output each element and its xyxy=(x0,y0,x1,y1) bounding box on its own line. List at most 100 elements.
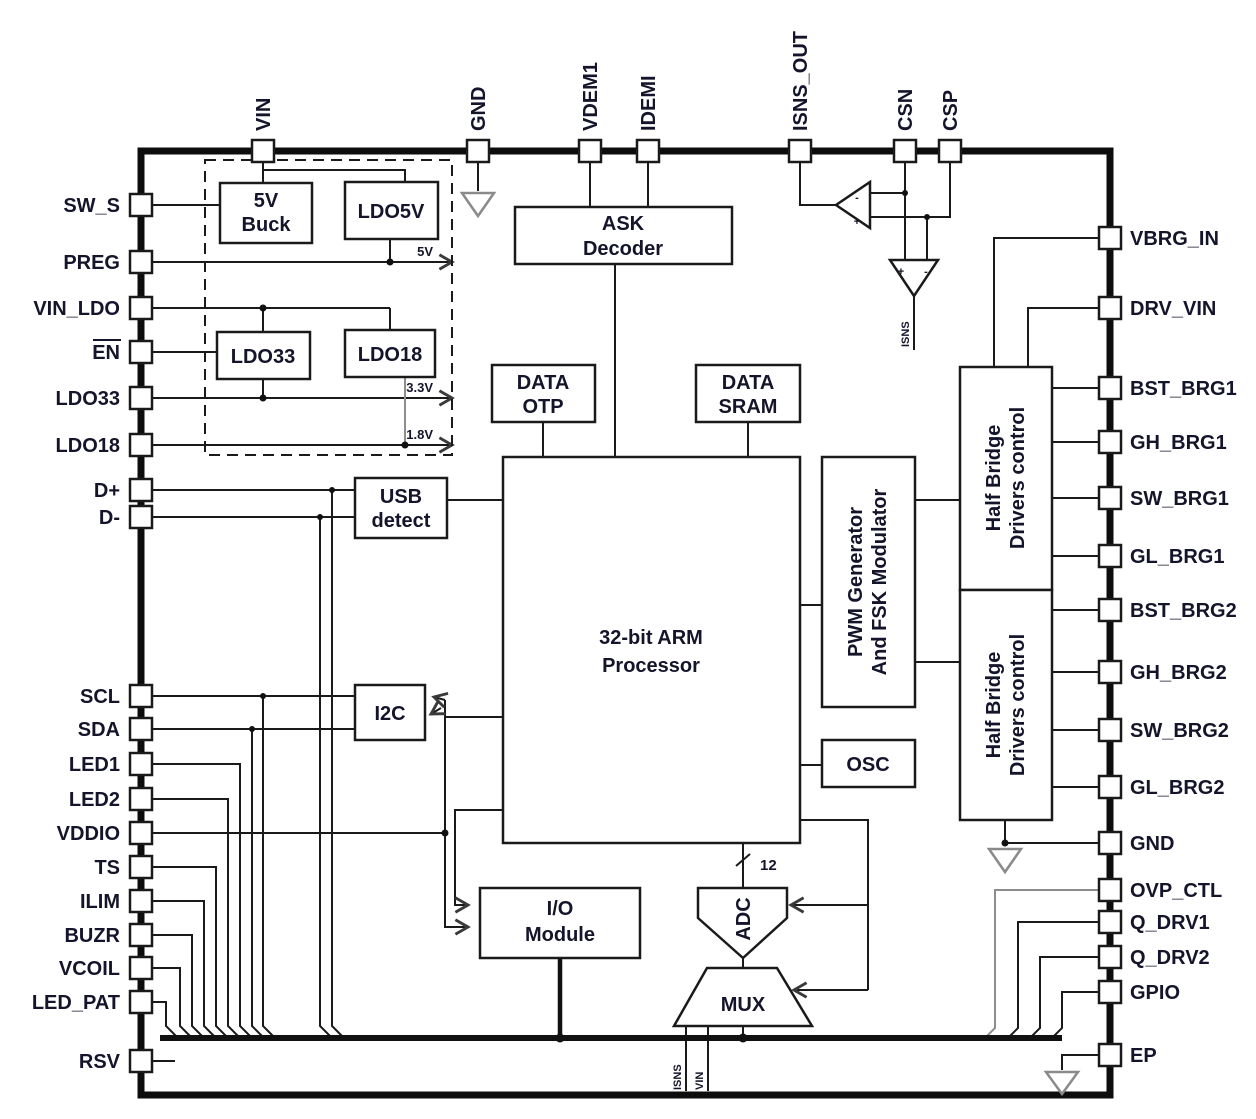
pin-vbrg-in xyxy=(1097,225,1123,251)
pin-label-gl-brg1: GL_BRG1 xyxy=(1130,546,1224,568)
pin-label-sw-s: SW_S xyxy=(63,195,120,217)
block-data-otp: DATA OTP xyxy=(490,363,597,424)
pin-label-ep: EP xyxy=(1130,1045,1157,1067)
pin-isns-out xyxy=(787,138,813,164)
block-i2c: I2C xyxy=(353,683,427,742)
block-hb1-label2: Drivers control xyxy=(1007,407,1029,549)
block-adc: ADC xyxy=(696,886,789,960)
pin-label-gpio: GPIO xyxy=(1130,982,1180,1004)
rail-3v3-label: 3.3V xyxy=(406,380,433,395)
block-data-sram: DATA SRAM xyxy=(694,363,802,424)
pin-vddio xyxy=(128,820,154,846)
wire-segments xyxy=(152,162,1099,1091)
gray-wires xyxy=(404,377,1099,1039)
pin-label-led-pat: LED_PAT xyxy=(32,992,120,1014)
pin-label-ilim: ILIM xyxy=(80,891,120,913)
block-ask-decoder: ASK Decoder xyxy=(513,205,734,266)
rail-1v8-label: 1.8V xyxy=(406,427,433,442)
block-ldo33-label: LDO33 xyxy=(231,346,295,368)
pin-sw-brg1 xyxy=(1097,485,1123,511)
block-pwm-label1: PWM Generator xyxy=(845,507,867,657)
block-otp-label1: DATA xyxy=(517,372,570,394)
pin-sw-s xyxy=(128,192,154,218)
pin-label-preg: PREG xyxy=(63,252,120,274)
right-pins: VBRG_IN DRV_VIN BST_BRG1 GH_BRG1 SW_BRG1… xyxy=(1097,225,1237,1068)
pin-ep xyxy=(1097,1042,1123,1068)
pin-label-vin-ldo: VIN_LDO xyxy=(33,298,120,320)
pin-label-ovp-ctl: OVP_CTL xyxy=(1130,880,1222,902)
pin-vin-ldo xyxy=(128,295,154,321)
junction-dots xyxy=(249,190,1009,1043)
block-osc-label: OSC xyxy=(846,754,889,776)
pin-label-vcoil: VCOIL xyxy=(59,958,120,980)
pin-label-q-drv2: Q_DRV2 xyxy=(1130,947,1210,969)
pin-gnd-right xyxy=(1097,830,1123,856)
pin-preg xyxy=(128,249,154,275)
pin-q-drv1 xyxy=(1097,909,1123,935)
pin-gh-brg1 xyxy=(1097,429,1123,455)
pin-label-scl: SCL xyxy=(80,686,120,708)
pin-label-csp: CSP xyxy=(940,90,962,131)
pin-ilim xyxy=(128,888,154,914)
block-hb2-label2: Drivers control xyxy=(1007,634,1029,776)
block-half-bridge-1: Half Bridge Drivers control xyxy=(958,365,1054,592)
pin-label-led2: LED2 xyxy=(69,789,120,811)
block-sram-label2: SRAM xyxy=(719,396,778,418)
block-usb-label1: USB xyxy=(380,486,422,508)
isns-buffer-opamp xyxy=(887,258,941,299)
top-pins: VIN GND VDEM1 IDEMI ISNS_OUT CSN CSP xyxy=(250,31,963,164)
opamp2-minus: - xyxy=(924,266,928,278)
pin-ldo18 xyxy=(128,432,154,458)
left-pins: SW_S PREG VIN_LDO EN LDO33 LDO18 D+ D- S… xyxy=(32,192,154,1074)
pin-d-plus xyxy=(128,477,154,503)
pin-drv-vin xyxy=(1097,295,1123,321)
block-io-label2: Module xyxy=(525,924,595,946)
opamp2-plus: + xyxy=(898,266,904,278)
opamp1-plus: + xyxy=(854,216,860,228)
pin-label-ldo33: LDO33 xyxy=(56,388,120,410)
pin-ovp-ctl xyxy=(1097,877,1123,903)
pin-led1 xyxy=(128,751,154,777)
block-half-bridge-2: Half Bridge Drivers control xyxy=(958,588,1054,822)
pin-label-gnd-right: GND xyxy=(1130,833,1174,855)
block-arm-label2: Processor xyxy=(602,655,700,677)
pin-label-csn: CSN xyxy=(895,89,917,131)
pin-label-buzr: BUZR xyxy=(64,925,120,947)
block-osc: OSC xyxy=(820,738,917,789)
mux-input-isns-label: ISNS xyxy=(672,1064,684,1090)
pin-gl-brg2 xyxy=(1097,774,1123,800)
pin-label-ts: TS xyxy=(94,857,120,879)
pin-q-drv2 xyxy=(1097,944,1123,970)
pin-label-gh-brg1: GH_BRG1 xyxy=(1130,432,1227,454)
block-ldo5v: LDO5V xyxy=(343,180,440,241)
pin-sw-brg2 xyxy=(1097,717,1123,743)
block-i2c-label: I2C xyxy=(374,703,405,725)
pin-scl xyxy=(128,683,154,709)
block-mux-label: MUX xyxy=(721,994,766,1016)
pin-vdem1 xyxy=(577,138,603,164)
block-usb-label2: detect xyxy=(372,510,431,532)
block-5v-buck-label2: Buck xyxy=(242,214,292,236)
pin-gl-brg1 xyxy=(1097,543,1123,569)
pin-label-isns-out: ISNS_OUT xyxy=(790,31,812,131)
pin-label-rsv: RSV xyxy=(79,1051,121,1073)
block-arm-label1: 32-bit ARM xyxy=(599,627,703,649)
pin-label-en: EN xyxy=(92,342,120,364)
pin-sda xyxy=(128,716,154,742)
block-otp-label2: OTP xyxy=(522,396,563,418)
block-ldo33: LDO33 xyxy=(215,330,312,381)
block-ldo18: LDO18 xyxy=(343,328,437,379)
mux-input-vin-label: VIN xyxy=(694,1072,706,1090)
pin-label-gh-brg2: GH_BRG2 xyxy=(1130,662,1227,684)
pin-label-gnd-top: GND xyxy=(468,87,490,131)
current-sense-opamp xyxy=(833,179,872,231)
block-5v-buck: 5V Buck xyxy=(218,181,314,245)
pin-label-vdem1: VDEM1 xyxy=(580,62,602,131)
pin-label-sw-brg1: SW_BRG1 xyxy=(1130,488,1229,510)
pin-vcoil xyxy=(128,955,154,981)
block-pwm-fsk: PWM Generator And FSK Modulator xyxy=(820,455,917,709)
pin-label-q-drv1: Q_DRV1 xyxy=(1130,912,1210,934)
pin-vin xyxy=(250,138,276,164)
pin-led2 xyxy=(128,786,154,812)
block-ldo5v-label: LDO5V xyxy=(358,201,425,223)
